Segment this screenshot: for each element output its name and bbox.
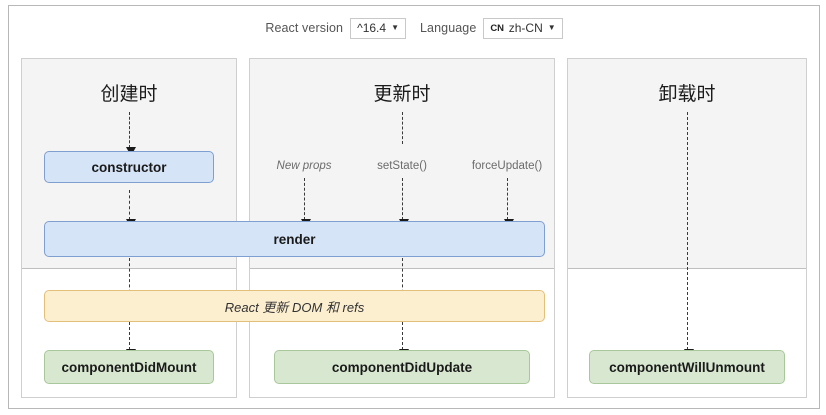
arrow-commit-to-did-update [398, 322, 409, 358]
trigger-set-state: setState() [377, 160, 427, 172]
arrow-title-to-constructor [125, 112, 136, 156]
node-component-did-update[interactable]: componentDidUpdate [274, 350, 530, 384]
arrow-new-props-to-render [300, 178, 311, 228]
react-version-select[interactable]: ^16.4 ▼ [350, 17, 406, 39]
node-commit-dom-refs[interactable]: React 更新 DOM 和 refs [44, 290, 545, 322]
react-version-value: ^16.4 [357, 21, 387, 35]
lifecycle-diagram-frame: React version ^16.4 ▼ Language CN zh-CN … [8, 5, 820, 409]
node-component-will-unmount[interactable]: componentWillUnmount [589, 350, 785, 384]
toolbar: React version ^16.4 ▼ Language CN zh-CN … [9, 6, 819, 50]
column-title-unmounting: 卸载时 [658, 83, 716, 105]
language-value: zh-CN [508, 21, 543, 35]
arrow-force-update-to-render [503, 178, 514, 228]
lifecycle-columns: 创建时 更新时 卸载时 [9, 50, 819, 410]
chevron-down-icon: ▼ [391, 23, 399, 32]
language-select[interactable]: CN zh-CN ▼ [483, 17, 563, 39]
node-component-did-mount[interactable]: componentDidMount [44, 350, 214, 384]
react-version-group: React version ^16.4 ▼ [265, 17, 406, 39]
country-code-icon: CN [490, 22, 504, 34]
node-constructor[interactable]: constructor [44, 151, 214, 183]
language-group: Language CN zh-CN ▼ [419, 17, 563, 39]
arrow-title-stub-updating [402, 112, 403, 144]
arrow-set-state-to-render [398, 178, 409, 228]
language-label: Language [419, 21, 477, 35]
react-version-label: React version [265, 21, 344, 35]
trigger-force-update: forceUpdate() [471, 160, 543, 172]
column-title-mounting: 创建时 [100, 83, 158, 105]
arrow-title-to-will-unmount [683, 112, 694, 358]
arrow-commit-to-did-mount [125, 322, 136, 358]
trigger-new-props: New props [276, 160, 332, 172]
column-title-updating: 更新时 [373, 83, 431, 105]
arrow-constructor-to-render [125, 190, 136, 228]
chevron-down-icon: ▼ [547, 23, 556, 32]
node-render[interactable]: render [44, 221, 545, 257]
